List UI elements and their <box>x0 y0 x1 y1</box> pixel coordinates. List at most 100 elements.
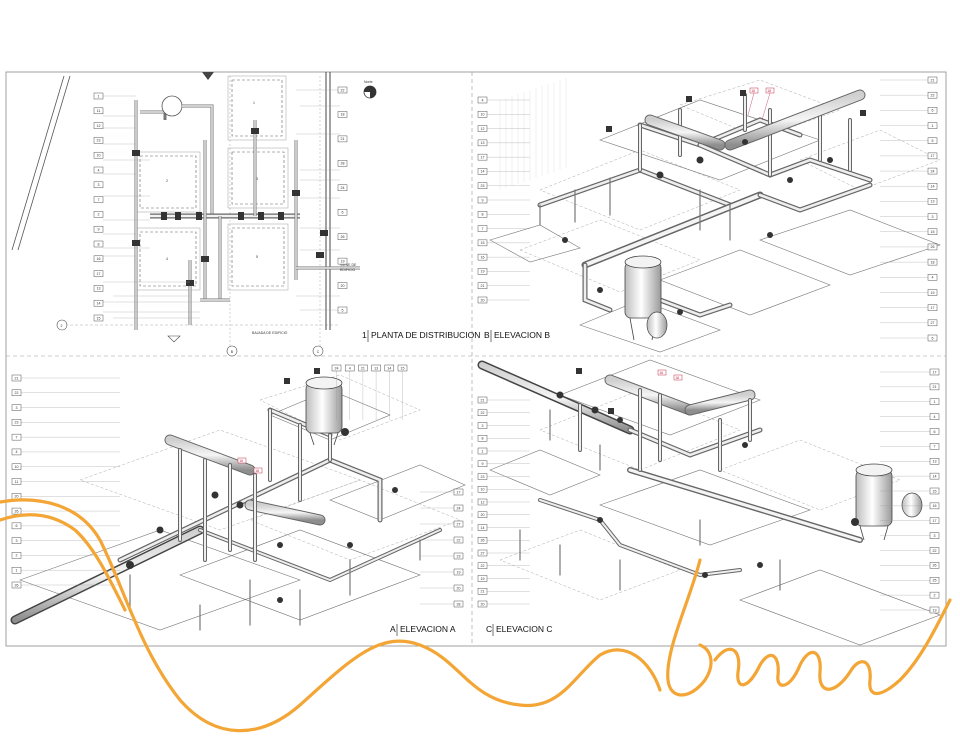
detail-tag-box <box>477 498 488 506</box>
detail-tag-box <box>477 182 488 189</box>
panel-number: 1 <box>362 330 367 340</box>
detail-tag-box <box>927 228 938 235</box>
detail-tag-box <box>929 547 940 554</box>
grid-bubble-b: B <box>231 350 234 354</box>
detail-tag-box <box>477 111 488 118</box>
detail-tag-number: 15 <box>931 230 935 234</box>
detail-tag-box <box>929 368 940 376</box>
detail-tag-number: 8 <box>482 213 484 217</box>
detail-tag-number: 12 <box>97 124 101 128</box>
detail-tag-number: 21 <box>481 284 485 288</box>
detail-tag-number: 23 <box>457 554 461 558</box>
detail-tag-number: 4 <box>16 450 18 454</box>
detail-tag-box <box>337 208 348 216</box>
detail-tag-box <box>929 458 940 465</box>
detail-tag-number: 14 <box>387 366 391 370</box>
detail-tag-box <box>477 549 488 557</box>
detail-tag-number: 2 <box>98 213 100 217</box>
red-callout: 16 18 <box>747 87 775 121</box>
detail-tag-number: 9 <box>98 228 100 232</box>
detail-tag-box <box>927 183 938 190</box>
panel-number: B <box>484 330 490 340</box>
detail-tag-box <box>93 270 104 277</box>
plan-panel: 1 2 3 4 5 <box>11 72 377 357</box>
detail-tag-number: 22 <box>15 391 19 395</box>
detail-tag-box <box>927 122 938 129</box>
detail-tag-box <box>93 181 104 189</box>
detail-tag-box <box>93 255 104 263</box>
detail-tag-box <box>927 137 938 144</box>
panel-title-elevation-c: C ELEVACION C <box>486 624 553 636</box>
detail-tag-box <box>477 562 488 569</box>
detail-tag-box <box>927 91 938 99</box>
detail-tag-number: 18 <box>931 260 935 264</box>
detail-tag-box <box>93 285 104 292</box>
north-arrow-icon <box>363 85 377 99</box>
detail-tag-box <box>477 225 488 232</box>
detail-tag-number: 2 <box>934 593 936 597</box>
detail-tag-box <box>93 151 104 159</box>
detail-tag-box <box>927 319 938 327</box>
detail-tag-number: 8 <box>98 242 100 246</box>
detail-tag-number: 6 <box>932 109 934 113</box>
detail-tag-box <box>477 600 488 608</box>
panel-title: PLANTA DE DISTRIBUCION <box>371 330 480 340</box>
room-label-1: 1 <box>253 101 255 105</box>
detail-tag-box <box>929 413 940 420</box>
detail-tag-box <box>477 447 488 455</box>
detail-tag-box <box>11 478 22 485</box>
detail-tag-box <box>337 135 348 143</box>
annotation-bajada: BAJADA DE EDIFICIO <box>252 331 288 335</box>
detail-tag-number: 1 <box>934 400 936 404</box>
detail-tag-number: 9 <box>482 462 484 466</box>
detail-tag-box <box>477 460 488 467</box>
detail-tag-number: 17 <box>931 306 935 310</box>
detail-tag-number: 15 <box>933 489 937 493</box>
detail-tag-box <box>929 562 940 569</box>
detail-tag-box <box>453 488 464 496</box>
detail-tag-box <box>477 537 488 544</box>
detail-tag-number: 6 <box>16 524 18 528</box>
detail-tag-box <box>927 213 938 220</box>
detail-tag-box <box>453 584 464 592</box>
detail-tag-number: 3 <box>98 183 100 187</box>
detail-tag-box <box>927 198 938 205</box>
detail-tag-number: 15 <box>97 316 101 320</box>
storage-tank-b <box>624 255 668 341</box>
detail-tag-box <box>93 211 104 218</box>
detail-tag-box <box>927 258 938 266</box>
detail-tag-number: 17 <box>931 154 935 158</box>
detail-tag-number: 6 <box>932 336 934 340</box>
detail-tag-box <box>337 86 348 94</box>
orange-signature-swoosh <box>0 498 952 733</box>
annotation-edificio: EDIFICIO <box>340 268 355 272</box>
detail-tag-number: 23 <box>15 421 19 425</box>
detail-tag-box <box>11 419 22 426</box>
detail-tag-number: 4 <box>349 366 351 370</box>
detail-tag-box <box>453 552 464 560</box>
detail-tag-box <box>477 153 488 161</box>
svg-text:16: 16 <box>659 371 663 375</box>
detail-tag-box <box>11 522 22 530</box>
detail-tag-number: 6 <box>342 211 344 215</box>
detail-tag-number: 10 <box>97 154 101 158</box>
detail-tag-box <box>337 233 348 240</box>
detail-tag-number: 23 <box>97 139 101 143</box>
north-label: Norte <box>364 80 373 84</box>
detail-tag-number: 20 <box>481 298 485 302</box>
detail-tag-box <box>477 96 488 104</box>
detail-tag-number: 7 <box>16 435 18 439</box>
detail-tag-number: 11 <box>97 109 101 113</box>
detail-tag-number: 18 <box>341 113 345 117</box>
detail-tag-number: 26 <box>933 564 937 568</box>
detail-tag-box <box>477 168 488 175</box>
detail-tag-number: 25 <box>933 579 937 583</box>
section-arrow-icon <box>167 335 181 343</box>
detail-tag-number: 3 <box>16 539 18 543</box>
detail-tag-number: 26 <box>341 235 345 239</box>
detail-tag-number: 3 <box>934 534 936 538</box>
detail-tag-box <box>384 364 395 372</box>
panel-title: ELEVACION B <box>494 330 550 340</box>
detail-tag-number: 19 <box>341 259 345 263</box>
